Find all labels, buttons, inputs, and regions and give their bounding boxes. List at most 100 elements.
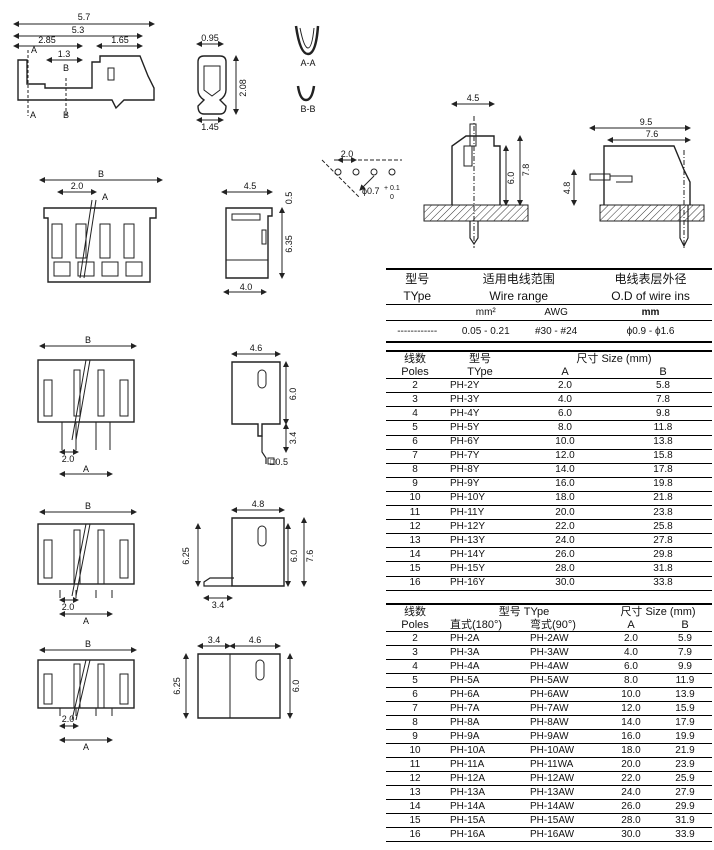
- y-row-a: 18.0: [516, 491, 614, 507]
- a-row-a: 2.0: [604, 631, 658, 646]
- a-row-b: 29.9: [658, 799, 712, 814]
- wire-unit-mm: mm: [589, 304, 712, 321]
- aw-header-front-view: B 2.0 A: [37, 501, 137, 626]
- y-row-poles: 14: [386, 547, 444, 563]
- housing-side-height: 6.35: [284, 235, 294, 253]
- y-row-b: 33.8: [614, 576, 712, 591]
- a-side-left: 6.25: [172, 677, 182, 695]
- y-row-poles: 5: [386, 420, 444, 436]
- y-h-poles-en: Poles: [386, 365, 444, 380]
- y-side-sq: □0.5: [270, 457, 288, 467]
- y-row-a: 6.0: [516, 406, 614, 422]
- a-row-straight: PH-7A: [444, 701, 524, 716]
- housing-pitch: 2.0: [71, 181, 84, 191]
- y-row-type: PH-5Y: [444, 420, 516, 436]
- a-row-bent: PH-10AW: [524, 743, 604, 758]
- a-side-right: 6.0: [291, 680, 301, 693]
- y-row-type: PH-9Y: [444, 477, 516, 492]
- a-row-a: 18.0: [604, 743, 658, 758]
- y-row-type: PH-10Y: [444, 491, 516, 507]
- a-h-size: 尺寸 Size (mm): [604, 603, 712, 618]
- y-row-b: 13.8: [614, 435, 712, 450]
- a-row-straight: PH-5A: [444, 673, 524, 688]
- a-row-a: 20.0: [604, 757, 658, 772]
- wire-col1-cn: 型号: [386, 268, 449, 287]
- aw-side-left: 6.25: [181, 547, 191, 565]
- dim-vert-width: 4.5: [467, 93, 480, 103]
- wire-col3-cn: 电线表层外径: [589, 268, 712, 287]
- dim-pitch: 2.0: [341, 149, 354, 159]
- y-row-a: 10.0: [516, 435, 614, 450]
- wire-unit-mm2: mm²: [448, 304, 524, 321]
- y-row-a: 24.0: [516, 533, 614, 549]
- a-row-a: 10.0: [604, 687, 658, 702]
- y-row-poles: 12: [386, 519, 444, 535]
- a-row-bent: PH-12AW: [524, 771, 604, 786]
- dim-vert-body: 6.0: [506, 172, 516, 185]
- aw-side-bottom: 3.4: [212, 600, 225, 610]
- a-row-a: 26.0: [604, 799, 658, 814]
- a-row-poles: 5: [386, 673, 444, 688]
- dim-side-inner: 5.3: [72, 25, 85, 35]
- y-row-type: PH-16Y: [444, 576, 516, 591]
- wire-col2-cn: 适用电线范围: [448, 268, 590, 287]
- housing-side-view: 4.5 0.5 6.35 4.0: [221, 181, 294, 295]
- a-h-poles-cn: 线数: [386, 603, 444, 618]
- y-row-b: 7.8: [614, 392, 712, 408]
- y-row-a: 2.0: [516, 378, 614, 394]
- y-header-front-view: B 2.0 A: [37, 335, 137, 477]
- y-row-b: 29.8: [614, 547, 712, 563]
- y-row-b: 31.8: [614, 561, 712, 577]
- y-h-size: 尺寸 Size (mm): [516, 349, 712, 366]
- a-row-a: 4.0: [604, 645, 658, 660]
- y-row-a: 4.0: [516, 392, 614, 408]
- label-b-top: B: [63, 63, 69, 73]
- pcb-right-angle-mount: 9.5 7.6 4.8: [562, 117, 705, 250]
- label-b-bottom: B: [63, 110, 69, 120]
- y-row-type: PH-8Y: [444, 463, 516, 478]
- y-row-type: PH-2Y: [444, 378, 516, 394]
- a-pitch: 2.0: [62, 714, 75, 724]
- y-row-type: PH-13Y: [444, 533, 516, 549]
- y-row-a: 8.0: [516, 420, 614, 436]
- y-row-poles: 13: [386, 533, 444, 549]
- y-h-b: B: [614, 365, 712, 380]
- a-row-poles: 7: [386, 701, 444, 716]
- pcb-vertical-mount: 4.5 7.8 6.0: [423, 93, 531, 248]
- a-row-a: 16.0: [604, 729, 658, 744]
- y-row-type: PH-14Y: [444, 547, 516, 563]
- a-row-b: 9.9: [658, 659, 712, 674]
- a-row-straight: PH-13A: [444, 785, 524, 800]
- a-row-bent: PH-8AW: [524, 715, 604, 730]
- y-row-poles: 6: [386, 435, 444, 450]
- housing-front-view: B 2.0 A: [39, 169, 163, 283]
- y-row-b: 11.8: [614, 420, 712, 436]
- y-h-type-en: TYpe: [444, 365, 516, 380]
- y-row-poles: 10: [386, 491, 444, 507]
- a-row-b: 15.9: [658, 701, 712, 716]
- a-row-b: 27.9: [658, 785, 712, 800]
- a-row-b: 13.9: [658, 687, 712, 702]
- y-row-poles: 8: [386, 463, 444, 478]
- a-row-bent: PH-4AW: [524, 659, 604, 674]
- label-a-bottom: A: [30, 110, 36, 120]
- dim-right-inner: 7.6: [646, 129, 659, 139]
- a-h-a: A: [604, 618, 658, 632]
- a-row-a: 24.0: [604, 785, 658, 800]
